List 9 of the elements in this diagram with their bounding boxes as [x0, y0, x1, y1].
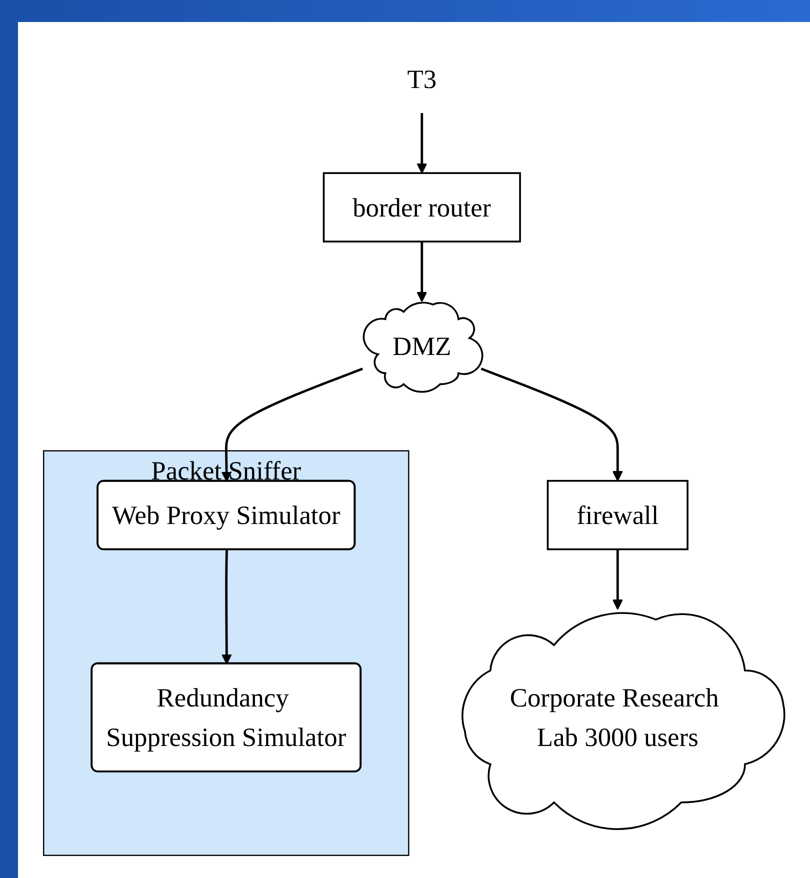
arrow	[480, 368, 623, 482]
arrow	[221, 368, 364, 482]
node-box: border router	[322, 172, 521, 242]
arrow	[221, 550, 232, 664]
node-box: firewall	[546, 480, 688, 550]
arrow	[612, 549, 623, 610]
arrow	[416, 242, 428, 302]
arrow	[416, 113, 428, 174]
node-text: T3	[407, 64, 437, 94]
